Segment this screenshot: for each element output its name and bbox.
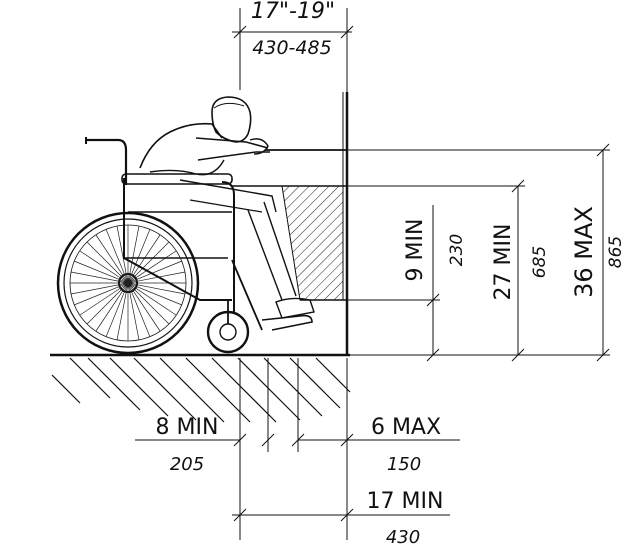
toe-max-mm-label: 150 xyxy=(387,454,421,475)
dimension-lines xyxy=(135,8,610,540)
knee-clear-min-mm-label: 685 xyxy=(530,246,550,278)
knee-depth-min-mm-label: 430 xyxy=(386,527,420,548)
top-range-mm-label: 430-485 xyxy=(252,37,331,59)
knee-depth-min-in-label: 17 MIN xyxy=(367,489,444,514)
wheel-spokes xyxy=(70,225,186,341)
knee-clearance-zone xyxy=(281,185,344,301)
depth-min-in-label: 8 MIN xyxy=(156,415,219,440)
toe-max-in-label: 6 MAX xyxy=(371,415,441,440)
floor-hatch xyxy=(51,357,351,423)
wheelchair-icon xyxy=(56,137,263,355)
toe-clear-min-mm-label: 230 xyxy=(447,234,467,266)
top-range-in-label: 17"-19" xyxy=(251,0,335,24)
counter xyxy=(232,92,610,356)
height-max-mm-label: 865 xyxy=(606,236,624,268)
person-icon xyxy=(139,96,315,331)
floor xyxy=(50,353,351,423)
depth-min-mm-label: 205 xyxy=(170,454,204,475)
height-max-in-label: 36 MAX xyxy=(570,206,598,298)
toe-clear-min-in-label: 9 MIN xyxy=(403,219,428,282)
knee-clear-min-in-label: 27 MIN xyxy=(491,224,516,301)
